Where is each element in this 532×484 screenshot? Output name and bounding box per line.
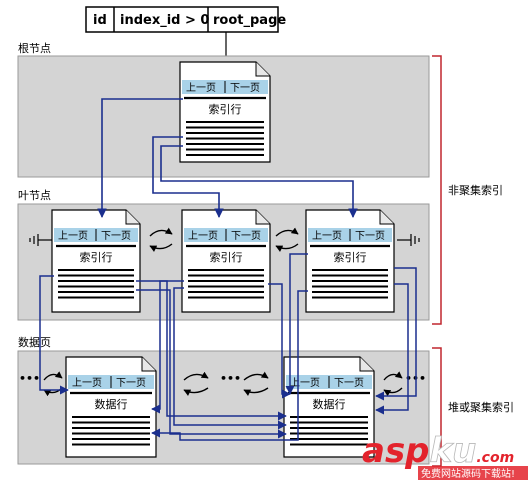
header-cell-id: id: [93, 13, 107, 28]
sibling-link-arrows: [43, 227, 403, 397]
page-row-label: 数据行: [313, 397, 346, 411]
sibling-arrow-data-left-top: [43, 371, 63, 381]
asp-ku-watermark-logo: aspku.com 免费网站源码下载站!: [362, 431, 528, 480]
pointer-leaf1-to-data1: [39, 275, 69, 395]
leaf-to-data-pointers: [39, 253, 417, 441]
prev-page-label: 上一页: [186, 82, 216, 94]
pointer-root-to-leaf-1: [97, 98, 183, 218]
watermark-brand-right: ku: [430, 431, 477, 471]
prev-page-label: 上一页: [312, 230, 342, 242]
watermark-tagline: 免费网站源码下载站!: [421, 467, 515, 480]
bracket-label-heap-or-clustered: 堆或聚集索引: [448, 400, 514, 414]
pointer-root-to-leaf-3: [160, 145, 358, 218]
next-page-label: 下一页: [355, 230, 385, 242]
bracket-label-nonclustered: 非聚集索引: [448, 183, 503, 197]
sibling-arrow-data-mid-a-bottom: [183, 387, 209, 396]
pointer-root-to-leaf-2: [152, 136, 224, 218]
prev-page-label: 上一页: [58, 230, 88, 242]
watermark-brand-left: asp: [362, 431, 430, 471]
pointer-leaf1-to-data2-b: [136, 289, 287, 439]
sibling-arrow-data-mid-b-bottom: [243, 387, 269, 396]
sibling-arrow-data-mid-b-top: [243, 371, 269, 381]
ellipsis-middle: •••: [220, 372, 241, 385]
prev-page-label: 上一页: [72, 377, 102, 389]
svg-text:aspku.com: aspku.com: [362, 431, 514, 471]
sibling-arrow-leaf-2-bottom: [275, 243, 299, 252]
bracket-nonclustered: 非聚集索引: [432, 55, 503, 325]
sibling-arrow-data-right-bottom: [383, 387, 403, 397]
page-row-label: 索引行: [210, 250, 243, 264]
page-row-label: 索引行: [80, 250, 113, 264]
page-fold-corner: [359, 357, 374, 372]
pointer-leaf3-to-data2-a: [285, 253, 308, 395]
sibling-arrow-leaf-2-top: [275, 227, 299, 237]
page-fold-corner: [379, 210, 394, 225]
page-fold-corner: [255, 210, 270, 225]
prev-page-label: 上一页: [290, 377, 320, 389]
next-page-label: 下一页: [101, 230, 131, 242]
ellipsis-left: •••: [19, 372, 40, 385]
page-fold-corner: [125, 210, 140, 225]
next-page-label: 下一页: [334, 377, 364, 389]
level-label-data: 数据页: [18, 335, 51, 349]
level-label-leaf: 叶节点: [18, 189, 51, 202]
root-to-leaf-pointers: [97, 98, 358, 218]
pointer-leaf3-to-data2-b: [375, 267, 417, 401]
page-row-label: 索引行: [334, 250, 367, 264]
page-row-label: 数据行: [95, 397, 128, 411]
ground-symbol-right: [397, 234, 420, 246]
page-fold-corner: [255, 62, 270, 77]
pointer-leaf1-to-data2-a: [136, 280, 287, 421]
header-cell-root-page: root_page: [213, 13, 286, 28]
header-cell-index-id: index_id > 0: [120, 13, 209, 28]
sibling-arrow-leaf-1-bottom: [149, 243, 173, 252]
pointer-leaf2-to-data1: [151, 280, 184, 414]
pointer-leaf2-to-data2-a: [173, 287, 287, 430]
page-row-label: 索引行: [209, 102, 242, 116]
level-label-root: 根节点: [18, 41, 51, 55]
sibling-arrow-data-right-top: [383, 371, 403, 381]
sibling-arrow-data-mid-a-top: [183, 371, 209, 381]
watermark-brand-suffix: .com: [476, 450, 514, 466]
pointer-leaf3-to-data1: [151, 290, 308, 441]
ground-symbol-left: [29, 234, 52, 246]
page-fold-corner: [141, 357, 156, 372]
next-page-label: 下一页: [230, 82, 260, 94]
next-page-label: 下一页: [116, 377, 146, 389]
header-table: id index_id > 0 root_page: [85, 6, 286, 33]
next-page-label: 下一页: [231, 230, 261, 242]
pointer-leaf3-to-data2-c: [375, 283, 409, 415]
prev-page-label: 上一页: [188, 230, 218, 242]
sibling-arrow-leaf-1-top: [149, 227, 173, 237]
